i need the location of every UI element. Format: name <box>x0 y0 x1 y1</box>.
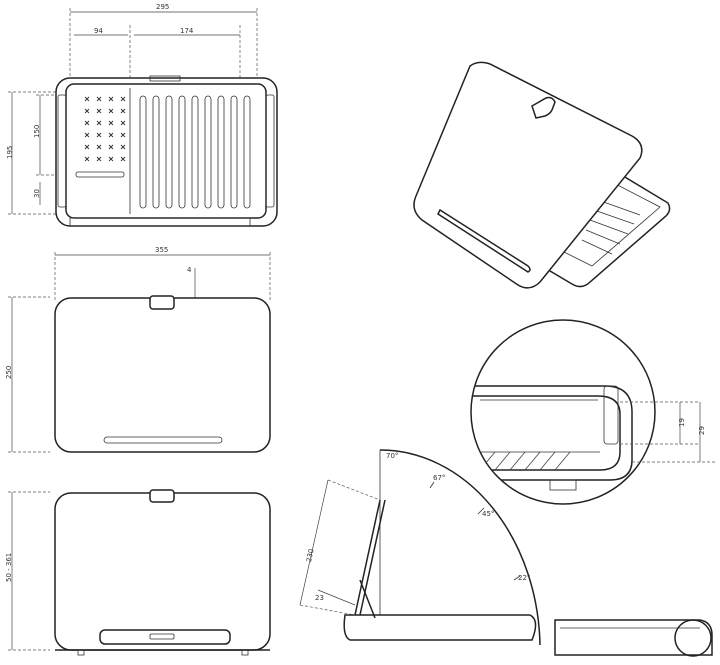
angle-view: 230 23 70° 67° 45° 22° <box>299 449 541 646</box>
dim-front-clip-offset: 4 <box>187 266 192 274</box>
dim-angle-hinge-offset: 23 <box>315 594 324 602</box>
angle-70: 70° <box>386 452 398 460</box>
dim-top-overall-width: 295 <box>156 3 169 11</box>
detail-view: 19 29 <box>470 319 715 505</box>
hatching <box>479 451 571 471</box>
dim-detail-inner-height: 19 <box>678 418 686 427</box>
top-view: 295 94 174 195 150 30 <box>6 3 278 227</box>
pin-grid <box>84 96 126 162</box>
section-view <box>554 619 713 657</box>
angle-45: 45° <box>482 510 494 518</box>
dim-front-overall-height: 250 <box>5 366 13 379</box>
dim-top-left-zone: 94 <box>94 27 103 35</box>
angle-22: 22° <box>518 574 530 582</box>
front-view: 355 4 250 <box>5 246 271 453</box>
dim-top-zone-height: 150 <box>33 125 41 138</box>
ribs <box>139 95 251 209</box>
angle-67: 67° <box>433 474 445 482</box>
dim-back-overall-height: 50 - 361 <box>5 553 13 582</box>
dim-detail-outer-height: 29 <box>698 426 706 435</box>
back-view: 50 - 361 <box>5 489 271 656</box>
dim-angle-panel-length: 230 <box>305 548 316 563</box>
dim-front-overall-width: 355 <box>155 246 168 254</box>
isometric-view <box>413 61 671 289</box>
dim-top-slot-offset: 30 <box>33 189 41 198</box>
dim-top-overall-height: 195 <box>6 146 14 159</box>
dim-top-right-zone: 174 <box>180 27 194 35</box>
